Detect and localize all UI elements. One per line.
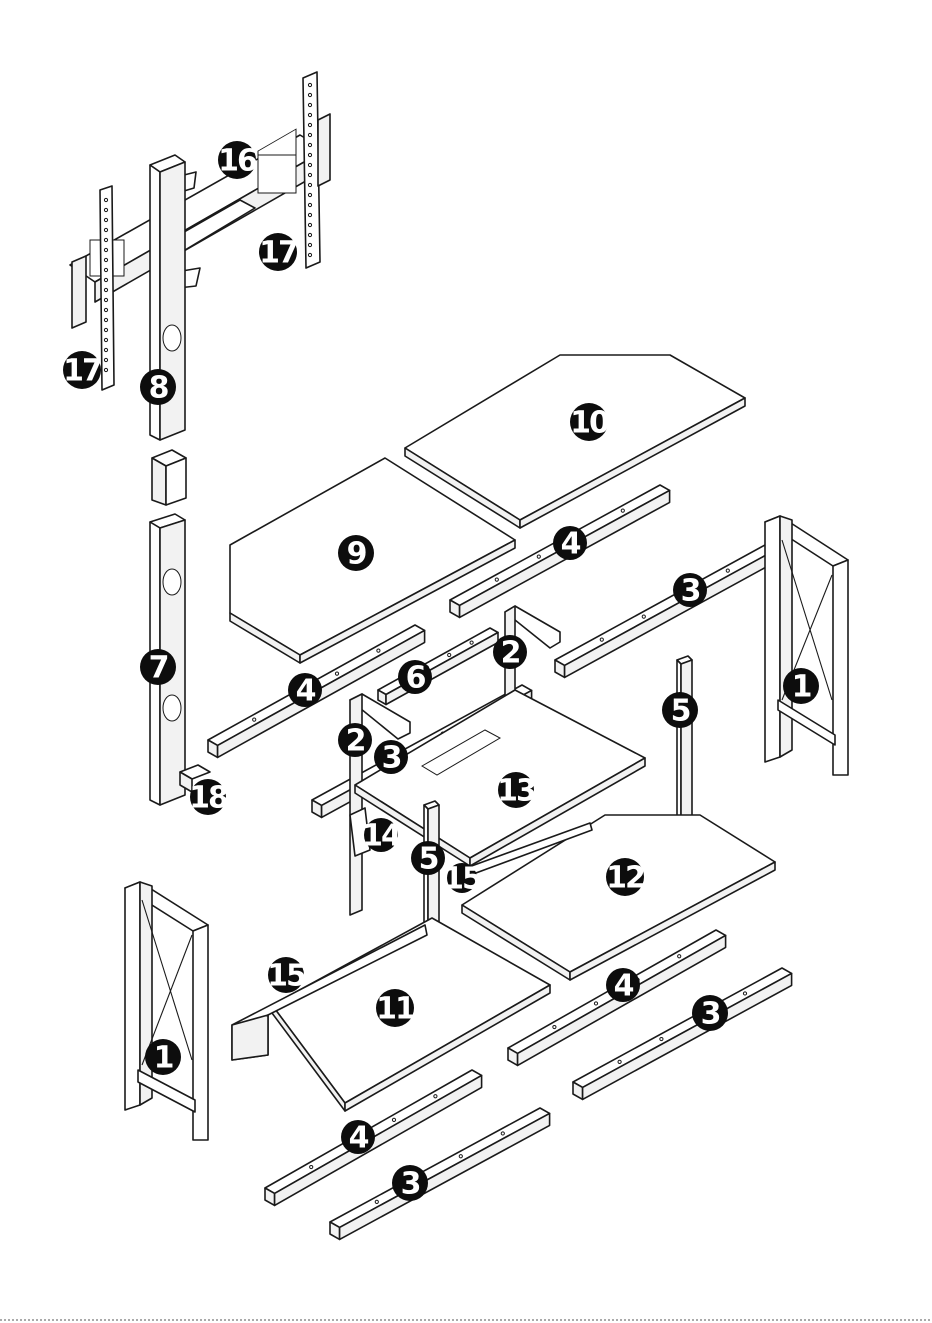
part-number-text: 4 [296, 674, 316, 709]
label-2-b: 2 [338, 723, 372, 759]
label-17-left: 17 [63, 351, 101, 389]
part-number-text: 17 [259, 236, 297, 271]
part-number-text: 2 [501, 636, 520, 671]
part-number-text: 17 [63, 354, 101, 389]
part-number-text: 1 [154, 1041, 173, 1076]
post-5-right [677, 656, 692, 825]
part-number-text: 8 [149, 371, 169, 406]
part-number-text: 5 [671, 694, 690, 729]
part-number-text: 6 [406, 661, 426, 696]
part-number-text: 5 [419, 842, 438, 877]
part-number-text: 7 [149, 651, 168, 686]
part-number-text: 3 [681, 574, 700, 609]
label-2-a: 2 [493, 635, 527, 671]
rail-3-lower-right [573, 968, 792, 1099]
post-connector-bracket [152, 450, 186, 505]
rail-3-upper [555, 545, 775, 677]
part-number-text: 18 [189, 781, 228, 816]
part-number-text: 3 [382, 741, 401, 776]
part-number-text: 15 [443, 862, 481, 897]
label-10: 10 [570, 403, 609, 441]
part-number-text: 14 [362, 819, 401, 854]
part-number-text: 4 [614, 969, 634, 1004]
part-number-text: 15 [267, 959, 305, 994]
part-number-text: 9 [347, 537, 366, 572]
part-number-text: 3 [401, 1167, 420, 1202]
label-5-b: 5 [411, 841, 445, 877]
part-number-text: 4 [349, 1121, 369, 1156]
label-17-right: 17 [259, 233, 297, 271]
side-frame-left [125, 882, 208, 1140]
label-13: 13 [497, 772, 535, 809]
part-number-text: 11 [376, 992, 414, 1027]
label-15-b: 15 [267, 957, 305, 994]
label-15-a: 15 [443, 862, 481, 897]
label-12: 12 [606, 858, 644, 896]
part-number-text: 3 [701, 997, 720, 1032]
part-number-text: 10 [570, 406, 609, 441]
label-11: 11 [376, 989, 414, 1027]
tv-mount-bracket [70, 72, 330, 390]
label-14: 14 [362, 818, 401, 854]
part-number-text: 2 [346, 724, 365, 759]
label-18: 18 [189, 779, 228, 816]
part-number-text: 16 [218, 144, 257, 179]
part-number-text: 12 [606, 861, 644, 896]
label-16: 16 [218, 141, 257, 179]
part-number-text: 4 [561, 527, 581, 562]
part-number-text: 13 [497, 774, 535, 809]
side-frame-right [765, 516, 848, 775]
part-number-text: 1 [792, 670, 811, 705]
